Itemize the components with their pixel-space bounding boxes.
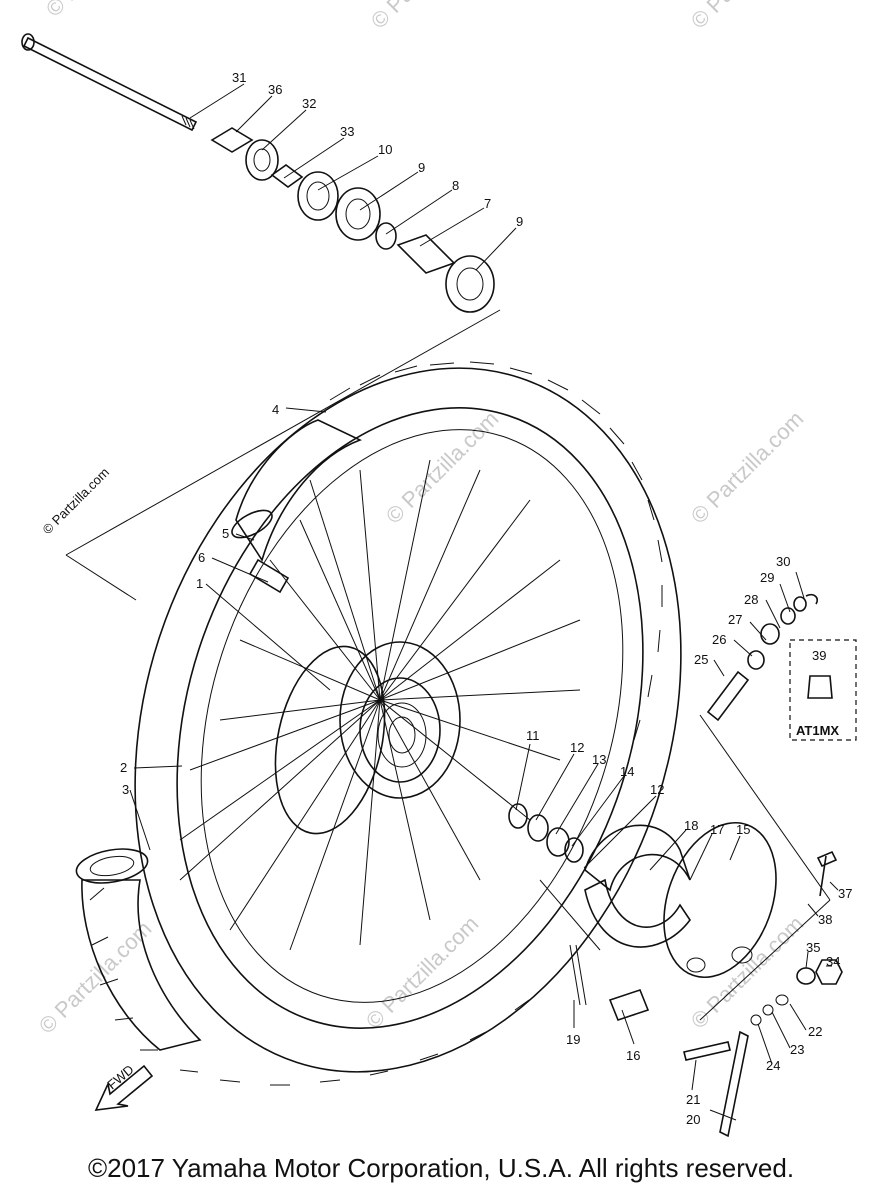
callout-30: 30 (776, 554, 790, 569)
callout-12a: 12 (570, 740, 584, 755)
speedometer-drive (706, 593, 819, 722)
callout-2: 2 (120, 760, 127, 775)
callout-17: 17 (710, 822, 724, 837)
fwd-arrow: FWD (94, 1062, 154, 1111)
callout-33: 33 (340, 124, 354, 139)
callout-31: 31 (232, 70, 246, 85)
callout-5: 5 (222, 526, 229, 541)
callout-32: 32 (302, 96, 316, 111)
callout-20: 20 (686, 1112, 700, 1127)
copyright-footer: ©2017 Yamaha Motor Corporation, U.S.A. A… (87, 1153, 795, 1183)
callout-6: 6 (198, 550, 205, 565)
callout-21: 21 (686, 1092, 700, 1107)
inset-box: AT1MX (789, 639, 857, 741)
watermark: © Partzilla.com (34, 916, 157, 1039)
watermark: © Partzilla.com (41, 0, 164, 22)
callout-10: 10 (378, 142, 392, 157)
callout-39: 39 (812, 648, 826, 663)
tire-tread (89, 361, 663, 1086)
watermark: © Partzilla.com (381, 406, 504, 529)
inset-label: AT1MX (796, 723, 839, 738)
callout-36: 36 (268, 82, 282, 97)
callout-34: 34 (826, 954, 840, 969)
callout-23: 23 (790, 1042, 804, 1057)
callout-4: 4 (272, 402, 279, 417)
callout-28: 28 (744, 592, 758, 607)
watermark: © Partzilla.com (366, 0, 489, 34)
reference-lines (65, 309, 831, 1021)
fwd-label: FWD (104, 1062, 136, 1093)
front-wheel-exploded-diagram: © Partzilla.com © Partzilla.com © Partzi… (21, 0, 857, 1138)
callout-labels: 31 36 32 33 10 9 8 7 9 4 5 6 1 2 3 11 12… (120, 70, 852, 1127)
callout-22: 22 (808, 1024, 822, 1039)
callout-27: 27 (728, 612, 742, 627)
callout-26: 26 (712, 632, 726, 647)
callout-leaders (129, 83, 839, 1121)
watermark: © Partzilla.com (686, 911, 809, 1034)
hub-and-spokes (179, 459, 581, 951)
callout-3: 3 (122, 782, 129, 797)
callout-14: 14 (620, 764, 634, 779)
callout-16: 16 (626, 1048, 640, 1063)
watermark: © Partzilla.com (686, 406, 809, 529)
callout-29: 29 (760, 570, 774, 585)
callout-7: 7 (484, 196, 491, 211)
callout-9a: 9 (418, 160, 425, 175)
callout-35: 35 (806, 940, 820, 955)
callout-15: 15 (736, 822, 750, 837)
axle-assembly (21, 33, 495, 313)
brake-assembly (508, 803, 843, 1138)
callout-19: 19 (566, 1032, 580, 1047)
callout-11: 11 (526, 728, 540, 743)
watermark-main: © Partzilla.com (40, 465, 113, 538)
callout-24: 24 (766, 1058, 780, 1073)
spokes (179, 459, 581, 951)
callout-1: 1 (196, 576, 203, 591)
callout-12b: 12 (650, 782, 664, 797)
callout-8: 8 (452, 178, 459, 193)
watermark: © Partzilla.com (361, 911, 484, 1034)
wheel (75, 361, 682, 1086)
watermark: © Partzilla.com (686, 0, 809, 34)
callout-25: 25 (694, 652, 708, 667)
callout-37: 37 (838, 886, 852, 901)
callout-18: 18 (684, 818, 698, 833)
callout-38: 38 (818, 912, 832, 927)
callout-13: 13 (592, 752, 606, 767)
callout-9b: 9 (516, 214, 523, 229)
